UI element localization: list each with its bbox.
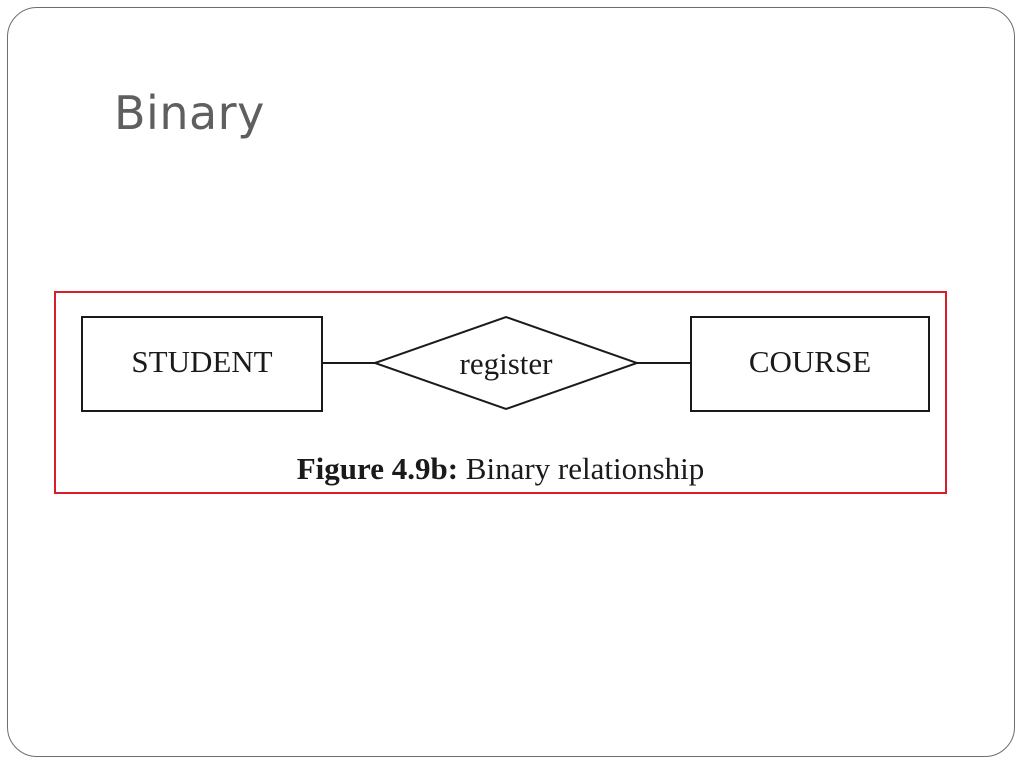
er-diagram: STUDENT register COURSE — [81, 315, 930, 412]
relationship-register-diamond — [371, 315, 641, 411]
entity-course-box — [690, 316, 930, 412]
entity-student-box — [81, 316, 323, 412]
figure-box: STUDENT register COURSE Figure 4.9b: Bin… — [54, 291, 947, 494]
figure-caption: Figure 4.9b: Binary relationship — [56, 451, 945, 487]
caption-label: Figure 4.9b: — [296, 451, 459, 486]
slide-title: Binary — [114, 86, 265, 140]
entity-student-label: STUDENT — [131, 344, 272, 379]
caption-text: Binary relationship — [458, 451, 705, 486]
relationship-register-label: register — [460, 346, 554, 381]
entity-course-label: COURSE — [749, 344, 871, 379]
